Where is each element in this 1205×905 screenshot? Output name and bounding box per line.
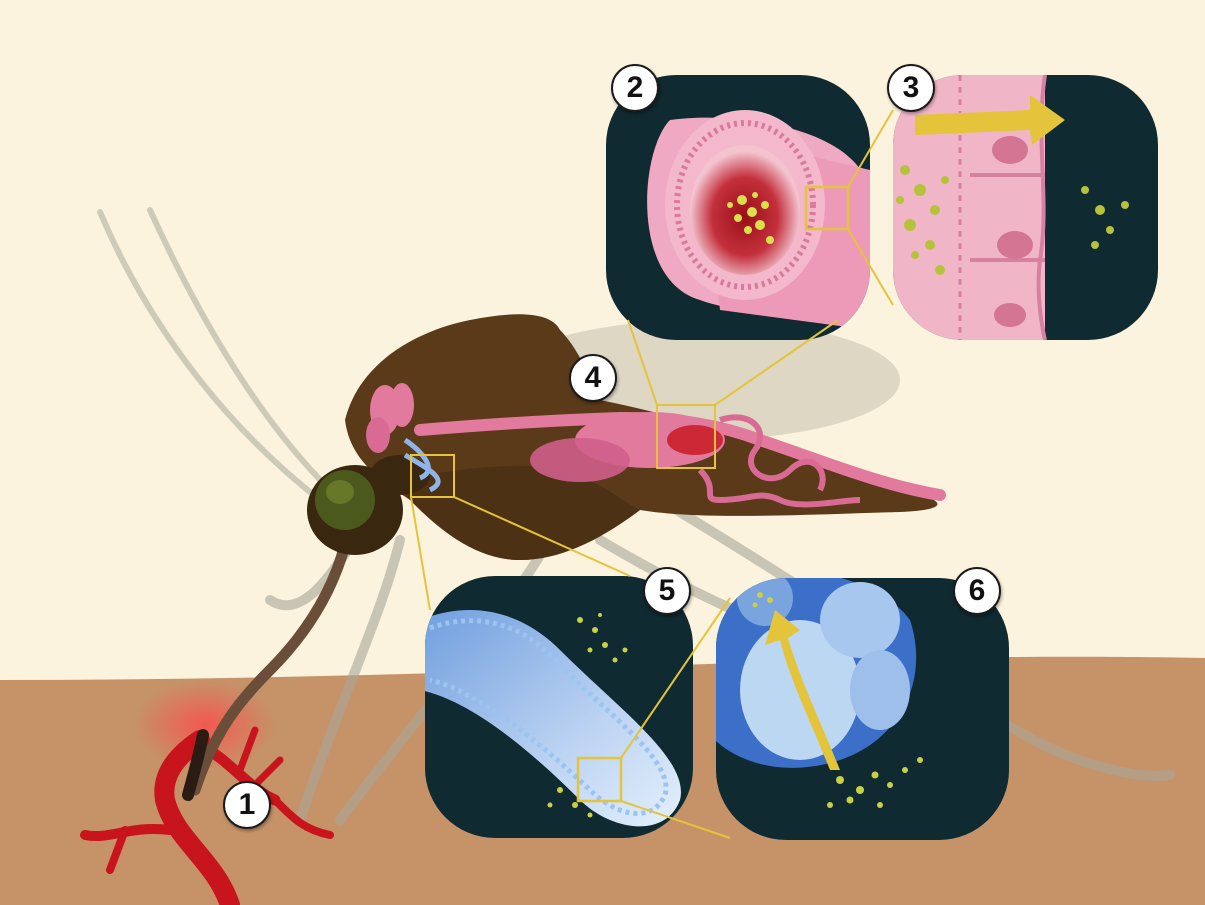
- step-badge-1: 1: [223, 781, 271, 829]
- inset-salivary-gland: [420, 576, 693, 838]
- step-badge-2: 2: [611, 64, 659, 112]
- step-badge-3: 3: [887, 64, 935, 112]
- inset-gut-cross-section: [606, 75, 870, 340]
- step-badge-4: 4: [569, 354, 617, 402]
- step-badge-5: 5: [643, 567, 691, 615]
- inset-gut-wall: [893, 75, 1158, 340]
- step-badge-6: 6: [953, 567, 1001, 615]
